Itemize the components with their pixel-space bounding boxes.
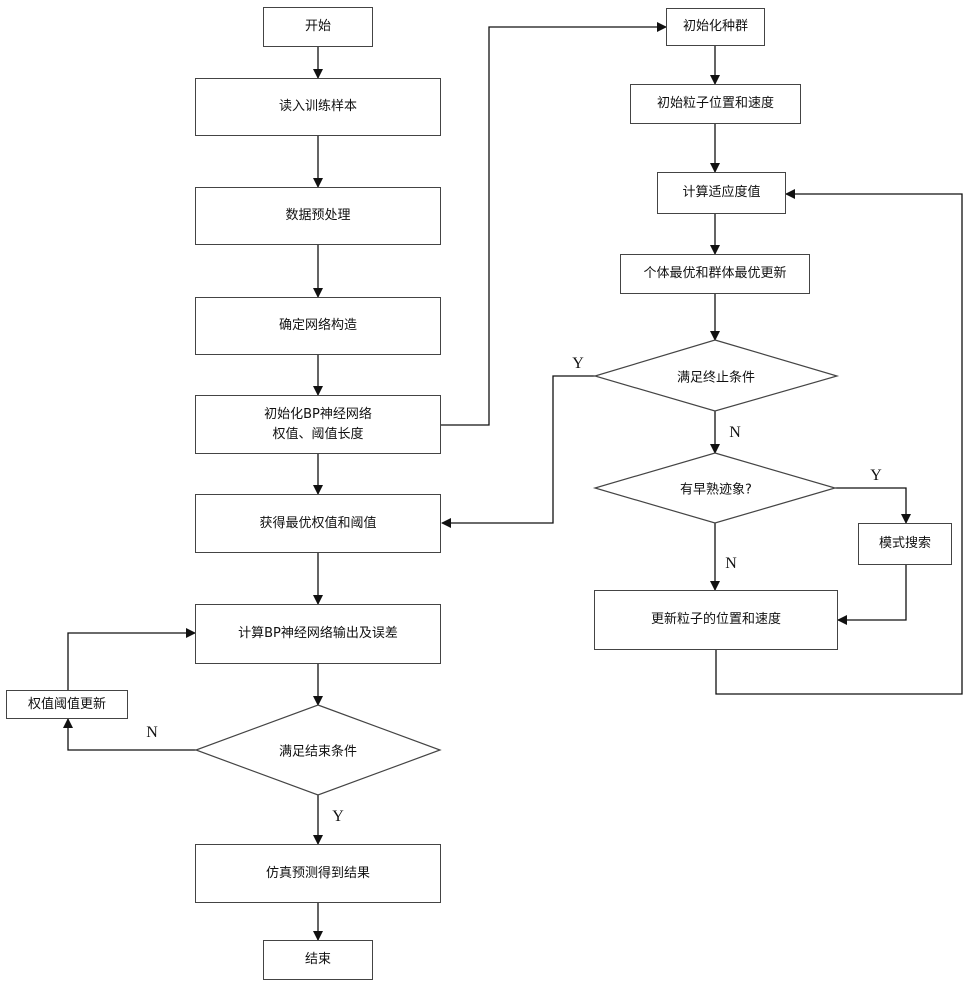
end-node: 结束 [263,940,373,980]
compute-output-node: 计算BP神经网络输出及误差 [195,604,441,664]
determine-structure-node: 确定网络构造 [195,297,441,355]
simulate-node: 仿真预测得到结果 [195,844,441,903]
preprocess-node: 数据预处理 [195,187,441,245]
label-y-terminate: Y [572,355,584,373]
label-n-end-condition: N [146,724,158,742]
read-samples-node: 读入训练样本 [195,78,441,136]
terminate-condition-label: 满足终止条件 [677,367,755,386]
label-y-premature: Y [870,467,882,485]
update-particles-node: 更新粒子的位置和速度 [594,590,838,650]
label-n-terminate: N [729,424,741,442]
arrow-decision-to-update [68,719,196,750]
end-condition-label: 满足结束条件 [279,741,357,760]
label-n-premature: N [725,555,737,573]
get-optimal-node: 获得最优权值和阈值 [195,494,441,553]
arrow-pattern-to-update-particles [838,565,906,620]
premature-label: 有早熟迹象? [680,479,752,498]
fitness-node: 计算适应度值 [657,172,786,214]
arrow-premature-to-pattern [835,488,906,523]
init-bp-node: 初始化BP神经网络 权值、阈值长度 [195,395,441,454]
init-particles-node: 初始粒子位置和速度 [630,84,801,124]
arrow-terminate-to-optimal [442,376,595,523]
pattern-search-node: 模式搜索 [858,523,952,565]
arrow-update-to-compute [68,633,195,690]
start-node: 开始 [263,7,373,47]
update-weights-node: 权值阈值更新 [6,690,128,719]
init-population-node: 初始化种群 [666,8,765,46]
update-best-node: 个体最优和群体最优更新 [620,254,810,294]
label-y-end-condition: Y [332,808,344,826]
